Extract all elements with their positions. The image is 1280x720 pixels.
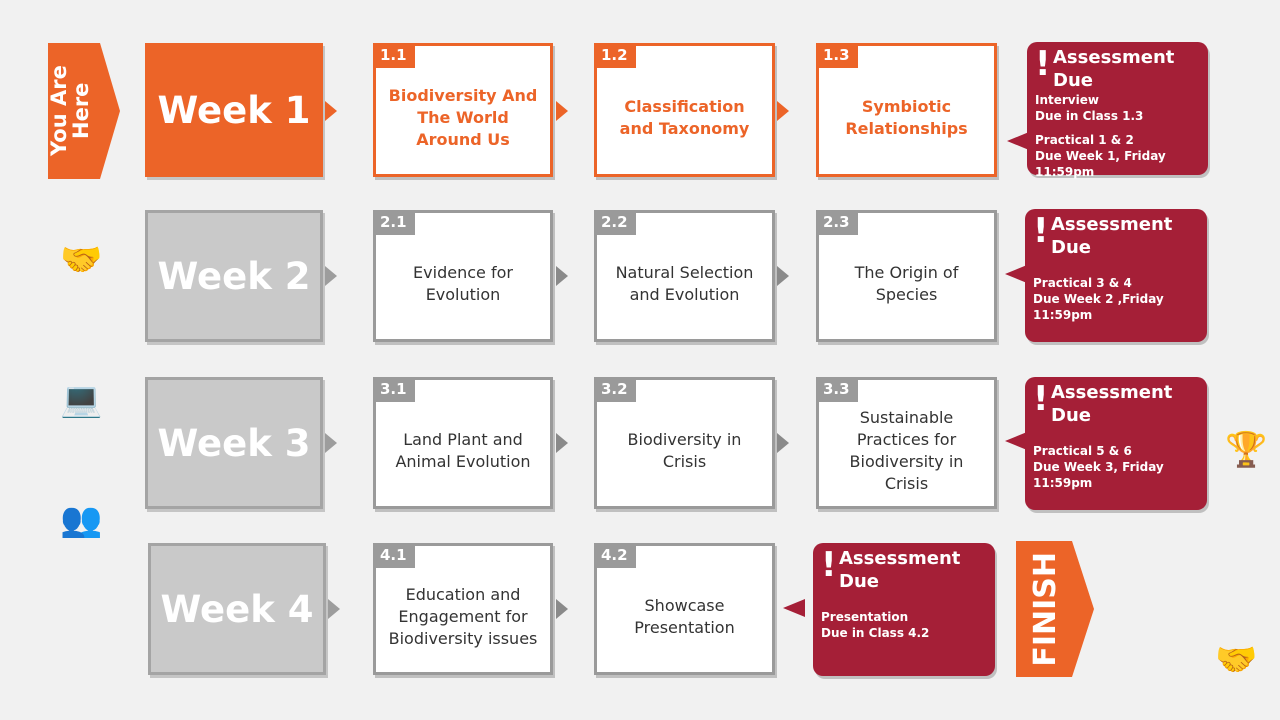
callout-tail bbox=[1005, 432, 1027, 450]
arrow-right-icon bbox=[325, 101, 337, 121]
week-label: Week 3 bbox=[157, 421, 311, 465]
assessment-item-name: Presentation bbox=[821, 610, 909, 624]
exclamation-icon: ! bbox=[1033, 211, 1049, 251]
finish-flag: FINISH bbox=[1016, 541, 1094, 677]
week-label: Week 4 bbox=[160, 587, 314, 631]
assessment-item-name: Interview bbox=[1035, 93, 1099, 107]
you-are-here-flag: You Are Here bbox=[47, 43, 120, 179]
lesson-card-3-2[interactable]: 3.2 Biodiversity in Crisis bbox=[594, 377, 775, 509]
lesson-title: Symbiotic Relationships bbox=[845, 97, 968, 138]
lesson-card-1-1[interactable]: 1.1 Biodiversity And The World Around Us bbox=[373, 43, 553, 177]
lesson-number: 4.2 bbox=[594, 543, 636, 568]
exclamation-icon: ! bbox=[1033, 379, 1049, 419]
lesson-card-4-2[interactable]: 4.2 Showcase Presentation bbox=[594, 543, 775, 675]
arrow-right-icon bbox=[556, 101, 568, 121]
arrow-right-icon bbox=[325, 433, 337, 453]
lesson-number: 3.3 bbox=[816, 377, 858, 402]
arrow-right-icon bbox=[556, 599, 568, 619]
week-block-1: Week 1 bbox=[145, 43, 323, 177]
lesson-title: Biodiversity in Crisis bbox=[627, 430, 742, 471]
assessment-item-name: Practical 3 & 4 bbox=[1033, 276, 1132, 290]
flag-shape bbox=[48, 43, 120, 179]
assessment-title: Assessment Due bbox=[1051, 214, 1173, 258]
assessment-item-due: Due Week 2 ,Friday 11:59pm bbox=[1033, 292, 1164, 322]
lesson-number: 1.2 bbox=[594, 43, 636, 68]
arrow-right-icon bbox=[556, 266, 568, 286]
lesson-title: Education and Engagement for Biodiversit… bbox=[388, 585, 538, 648]
finish-label: FINISH bbox=[1028, 551, 1064, 667]
lesson-title: Sustainable Practices for Biodiversity i… bbox=[849, 408, 964, 493]
week-block-3: Week 3 bbox=[145, 377, 323, 509]
assessment-item-name: Practical 5 & 6 bbox=[1033, 444, 1132, 458]
bg-trophy-icon: 🏆 bbox=[1225, 430, 1268, 470]
lesson-card-3-1[interactable]: 3.1 Land Plant and Animal Evolution bbox=[373, 377, 553, 509]
assessment-box-3: ! Assessment Due Practical 5 & 6 Due Wee… bbox=[1005, 377, 1207, 510]
week-label: Week 1 bbox=[157, 88, 311, 132]
lesson-title: Natural Selection and Evolution bbox=[615, 263, 754, 304]
assessment-box-4: ! Assessment Due Presentation Due in Cla… bbox=[783, 543, 995, 676]
callout-tail bbox=[783, 599, 805, 617]
lesson-title: Land Plant and Animal Evolution bbox=[395, 430, 531, 471]
lesson-number: 3.1 bbox=[373, 377, 415, 402]
callout-tail bbox=[1005, 265, 1027, 283]
bg-people-icon: 👥 bbox=[60, 500, 103, 540]
bg-handshake-icon: 🤝 bbox=[60, 240, 103, 280]
arrow-right-icon bbox=[777, 433, 789, 453]
assessment-item-due: Due in Class 1.3 bbox=[1035, 109, 1144, 123]
you-are-here-label: You Are Here bbox=[47, 65, 94, 157]
assessment-box-1: ! Assessment Due Interview Due in Class … bbox=[1007, 42, 1208, 179]
lesson-number: 1.3 bbox=[816, 43, 858, 68]
lesson-title: The Origin of Species bbox=[854, 263, 959, 304]
lesson-title: Showcase Presentation bbox=[634, 596, 735, 637]
bg-handshake-icon-2: 🤝 bbox=[1215, 640, 1258, 680]
exclamation-icon: ! bbox=[821, 545, 837, 585]
lesson-number: 4.1 bbox=[373, 543, 415, 568]
week-label: Week 2 bbox=[157, 254, 311, 298]
lesson-number: 3.2 bbox=[594, 377, 636, 402]
lesson-card-2-2[interactable]: 2.2 Natural Selection and Evolution bbox=[594, 210, 775, 342]
assessment-title: Assessment Due bbox=[1051, 382, 1173, 426]
week-block-2: Week 2 bbox=[145, 210, 323, 342]
assessment-item-due: Due in Class 4.2 bbox=[821, 626, 930, 640]
lesson-title: Classification and Taxonomy bbox=[619, 97, 750, 138]
assessment-item-name: Practical 1 & 2 bbox=[1035, 133, 1134, 147]
assessment-item-due: Due Week 1, Friday 11:59pm bbox=[1035, 149, 1166, 179]
arrow-right-icon bbox=[777, 101, 789, 121]
callout-tail bbox=[1007, 132, 1029, 150]
assessment-title: Assessment Due bbox=[1053, 47, 1175, 91]
lesson-card-2-1[interactable]: 2.1 Evidence for Evolution bbox=[373, 210, 553, 342]
assessment-title: Assessment Due bbox=[839, 548, 961, 592]
bg-laptop-icon: 💻 bbox=[60, 380, 103, 420]
exclamation-icon: ! bbox=[1035, 44, 1051, 84]
assessment-item-due: Due Week 3, Friday 11:59pm bbox=[1033, 460, 1164, 490]
lesson-title: Evidence for Evolution bbox=[413, 263, 513, 304]
lesson-card-1-3[interactable]: 1.3 Symbiotic Relationships bbox=[816, 43, 997, 177]
week-block-4: Week 4 bbox=[148, 543, 326, 675]
lesson-number: 1.1 bbox=[373, 43, 415, 68]
lesson-card-1-2[interactable]: 1.2 Classification and Taxonomy bbox=[594, 43, 775, 177]
lesson-number: 2.3 bbox=[816, 210, 858, 235]
assessment-box-2: ! Assessment Due Practical 3 & 4 Due Wee… bbox=[1005, 209, 1207, 342]
lesson-card-3-3[interactable]: 3.3 Sustainable Practices for Biodiversi… bbox=[816, 377, 997, 509]
lesson-number: 2.1 bbox=[373, 210, 415, 235]
arrow-right-icon bbox=[325, 266, 337, 286]
flag-shape bbox=[1016, 541, 1094, 677]
arrow-right-icon bbox=[777, 266, 789, 286]
lesson-card-2-3[interactable]: 2.3 The Origin of Species bbox=[816, 210, 997, 342]
arrow-right-icon bbox=[328, 599, 340, 619]
lesson-title: Biodiversity And The World Around Us bbox=[388, 86, 538, 149]
arrow-right-icon bbox=[556, 433, 568, 453]
lesson-number: 2.2 bbox=[594, 210, 636, 235]
lesson-card-4-1[interactable]: 4.1 Education and Engagement for Biodive… bbox=[373, 543, 553, 675]
